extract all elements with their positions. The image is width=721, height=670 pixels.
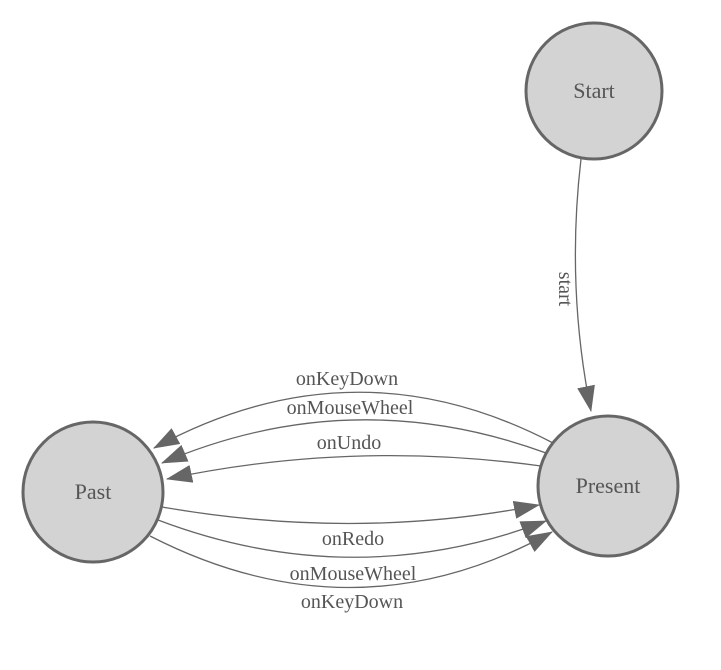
node-past-label: Past xyxy=(75,479,112,504)
edge-past-to-present-onmousewheel xyxy=(157,519,547,558)
edge-label-onundo: onUndo xyxy=(317,432,381,454)
edge-label-onkeydown-top: onKeyDown xyxy=(296,368,398,390)
edge-label-onmousewheel-bottom: onMouseWheel xyxy=(290,563,417,585)
edge-label-onkeydown-bottom: onKeyDown xyxy=(301,591,403,613)
edge-present-to-past-onmousewheel xyxy=(161,419,547,464)
node-past: Past xyxy=(21,420,165,564)
edge-start-to-present xyxy=(574,158,595,412)
edge-label-start: start xyxy=(554,272,576,307)
edge-present-to-past-onkeydown xyxy=(153,391,554,449)
node-start: Start xyxy=(524,21,664,161)
edge-past-to-present-onkeydown xyxy=(149,531,553,589)
edge-present-to-past-onundo xyxy=(166,454,542,483)
node-present-label: Present xyxy=(576,473,641,498)
node-present: Present xyxy=(536,414,680,558)
edge-label-onmousewheel-top: onMouseWheel xyxy=(287,397,414,419)
node-present-circle xyxy=(536,414,680,558)
node-start-circle xyxy=(524,21,664,161)
node-past-circle xyxy=(21,420,165,564)
edge-past-to-present-onredo xyxy=(161,501,540,525)
edge-label-onredo: onRedo xyxy=(322,528,384,550)
node-start-label: Start xyxy=(573,78,615,103)
